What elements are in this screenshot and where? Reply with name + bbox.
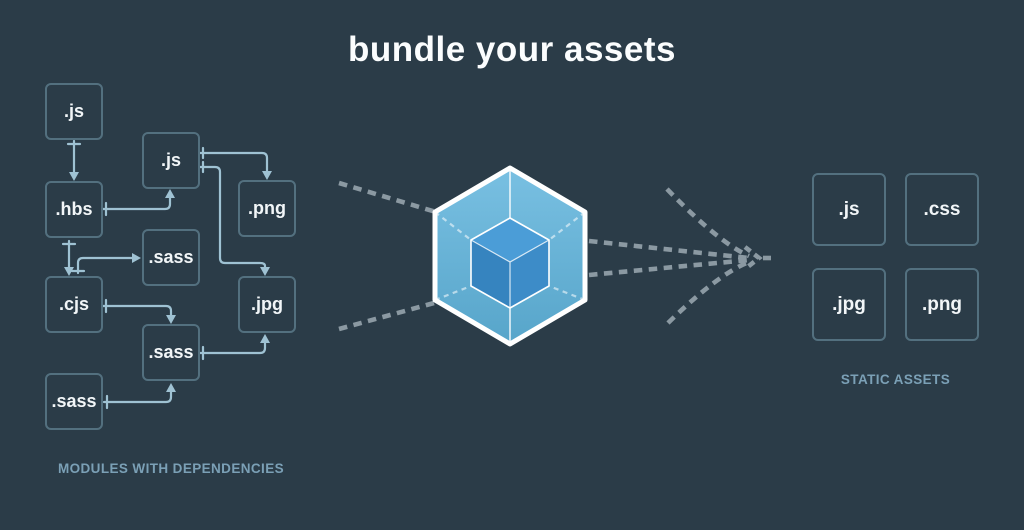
arrowhead-down-icon [262, 171, 272, 180]
asset-box-jpg: .jpg [812, 268, 886, 341]
module-box-jpg: .jpg [238, 276, 296, 333]
modules-caption: MODULES WITH DEPENDENCIES [57, 461, 284, 476]
funnel-left-top [338, 180, 437, 215]
connector-js-to-jpg [198, 165, 267, 269]
funnel-right-inner-top [588, 238, 750, 261]
cube-hidden-edges [434, 211, 586, 302]
module-box-cjs: .cjs [45, 276, 103, 333]
arrowhead-up-icon [165, 189, 175, 198]
module-box-js-2: .js [142, 132, 200, 189]
arrowhead-down-icon [166, 315, 176, 324]
module-box-hbs: .hbs [45, 181, 103, 238]
funnel-arrowhead-icon [743, 245, 763, 271]
funnel-right-inner-bottom [588, 257, 750, 278]
connector-sass-to-jpg [198, 341, 267, 355]
arrowhead-right-icon [132, 253, 141, 263]
connector-sass-to-sass [102, 390, 173, 404]
arrowhead-up-icon [260, 334, 270, 343]
page-title: bundle your assets [348, 30, 676, 69]
connector-cjs-to-sass2 [101, 304, 173, 317]
arrowhead-down-icon [64, 267, 74, 276]
connector-arrowheads [64, 171, 272, 392]
funnel-left-bottom [338, 300, 435, 332]
connector-hbs-to-js [101, 196, 172, 211]
dependency-connectors [61, 139, 269, 410]
connector-cjs-to-sass [76, 256, 134, 275]
asset-box-png: .png [905, 268, 979, 341]
cube-inner [470, 217, 550, 309]
static-assets-caption: STATIC ASSETS [840, 372, 951, 387]
module-box-sass-3: .sass [45, 373, 103, 430]
module-box-sass-2: .sass [142, 324, 200, 381]
cube-inner-front-edges [470, 239, 550, 308]
funnel-right-outer-bottom [666, 259, 750, 325]
webpack-cube-logo [432, 165, 588, 347]
module-box-png: .png [238, 180, 296, 237]
module-box-js-1: .js [45, 83, 103, 140]
arrowhead-up-icon [166, 383, 176, 392]
connector-js-to-png [198, 151, 269, 173]
arrowhead-down-icon [69, 172, 79, 181]
module-box-sass-1: .sass [142, 229, 200, 286]
asset-box-css: .css [905, 173, 979, 246]
funnel-dotted-lines [338, 180, 771, 332]
arrowhead-down-icon [260, 267, 270, 276]
asset-box-js: .js [812, 173, 886, 246]
funnel-right-outer-top [665, 187, 750, 259]
